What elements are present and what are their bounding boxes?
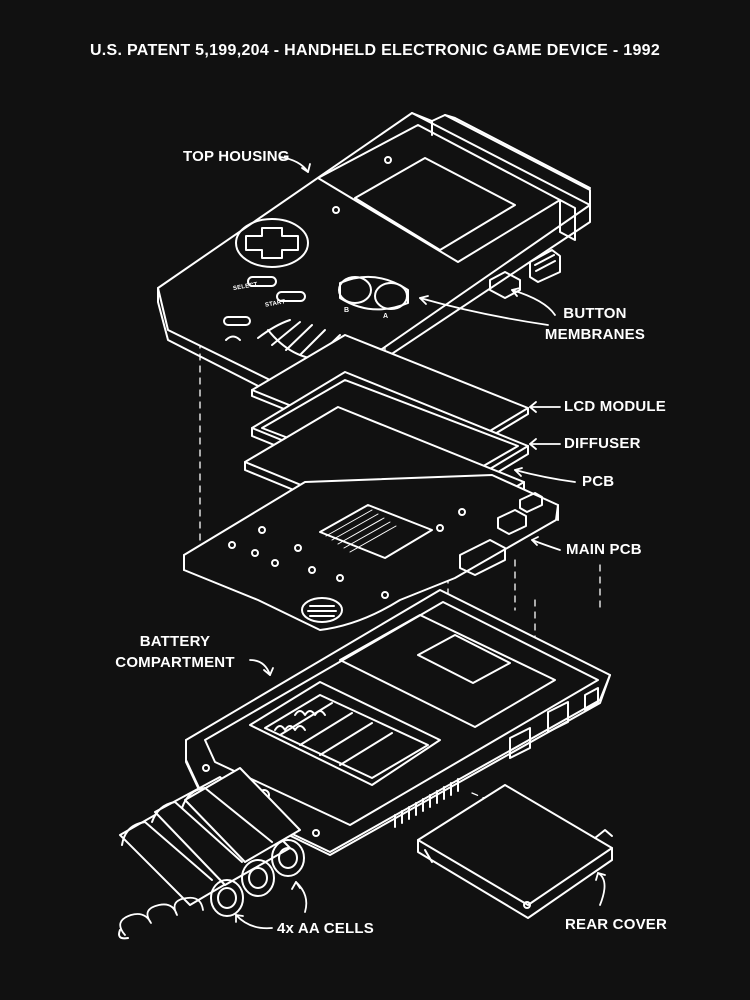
lower-housing (185, 589, 611, 856)
label-button-membranes-line1: BUTTON (563, 305, 627, 322)
a-button-label: A (383, 313, 389, 320)
main-pcb (183, 474, 559, 631)
label-pcb: PCB (582, 473, 615, 490)
label-lcd-module: LCD MODULE (564, 398, 666, 415)
b-button-label: B (344, 307, 350, 314)
top-housing (157, 112, 591, 401)
diagram-title: U.S. PATENT 5,199,204 - HANDHELD ELECTRO… (89, 42, 661, 59)
label-diffuser: DIFFUSER (564, 435, 641, 452)
label-battery-compartment-line2: COMPARTMENT (115, 654, 235, 671)
leader-arrows (235, 156, 606, 930)
label-rear-cover: REAR COVER (565, 916, 668, 933)
label-battery-compartment-line1: BATTERY (139, 633, 211, 650)
label-aa-cells: 4x AA CELLS (277, 920, 374, 937)
rear-cover (417, 784, 613, 919)
label-button-membranes-line2: MEMBRANES (544, 326, 646, 343)
label-top-housing: TOP HOUSING (183, 148, 290, 165)
aa-cells (118, 767, 305, 940)
label-main-pcb: MAIN PCB (566, 541, 642, 558)
